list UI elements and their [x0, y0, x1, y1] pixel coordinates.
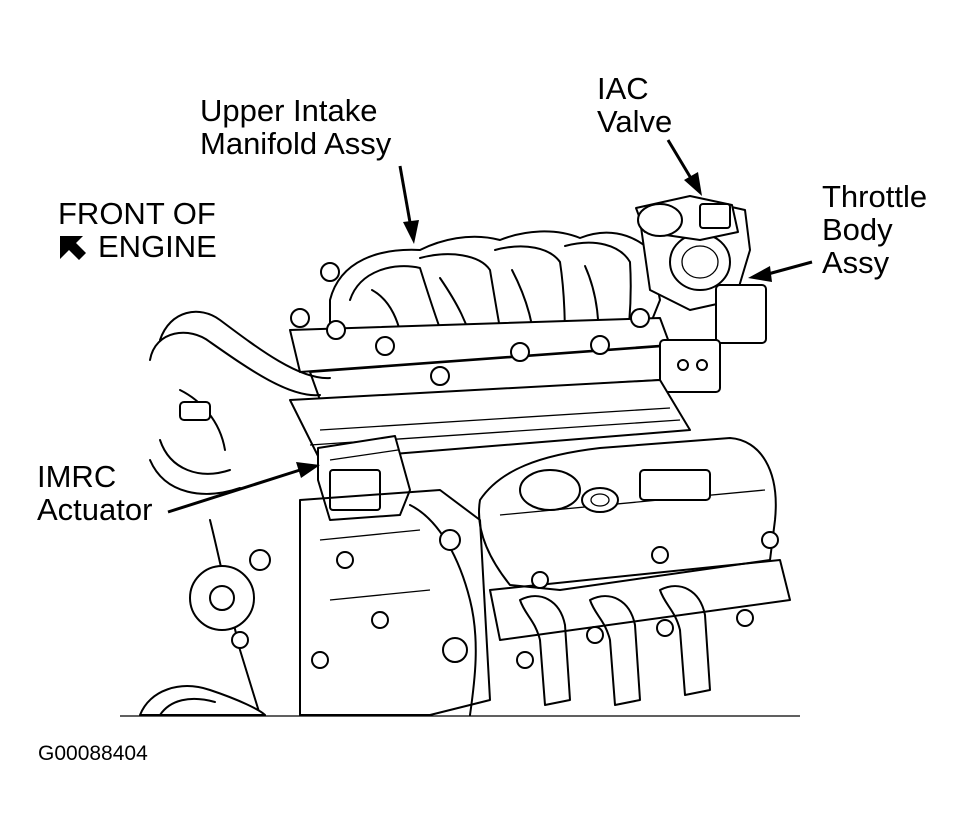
figure-id: G00088404 [38, 742, 148, 765]
throttle-body-line-1: Throttle [822, 179, 928, 214]
valve-cover [478, 437, 777, 591]
front-of-engine-line-2: ENGINE [98, 229, 217, 264]
iac-valve-line-2: Valve [597, 104, 673, 139]
throttle-body-line-3: Assy [822, 245, 890, 280]
iac-valve-label: IAC Valve [597, 72, 672, 138]
iac-valve [635, 195, 739, 241]
iac-valve-line-1: IAC [597, 71, 649, 106]
imrc-leader [167, 468, 301, 514]
diagonal-arrow-icon [60, 236, 86, 260]
upper-intake-leader [398, 165, 413, 229]
leader-arrows [167, 139, 813, 514]
upper-intake-label: Upper Intake Manifold Assy [200, 94, 391, 160]
coolant-hose [149, 310, 331, 495]
iac-valve-leader [666, 139, 694, 181]
front-of-engine-label: FRONT OF ENGINE [58, 197, 217, 263]
imrc-actuator-label: IMRC Actuator [37, 460, 152, 526]
upper-intake-manifold [289, 230, 671, 401]
exhaust-manifold [489, 531, 791, 706]
upper-intake-line-1: Upper Intake [200, 93, 378, 128]
imrc-actuator-line-2: Actuator [37, 492, 153, 527]
front-of-engine-line-1: FRONT OF [58, 196, 216, 231]
throttle-body-leader [767, 260, 813, 276]
engine-illustration [120, 195, 800, 717]
engine-block [209, 489, 491, 716]
throttle-body-line-2: Body [822, 212, 893, 247]
pulleys [139, 549, 271, 716]
imrc-actuator-part [317, 435, 411, 521]
throttle-body-label: Throttle Body Assy [822, 180, 927, 279]
imrc-actuator-line-1: IMRC [37, 459, 117, 494]
upper-intake-line-2: Manifold Assy [200, 126, 392, 161]
